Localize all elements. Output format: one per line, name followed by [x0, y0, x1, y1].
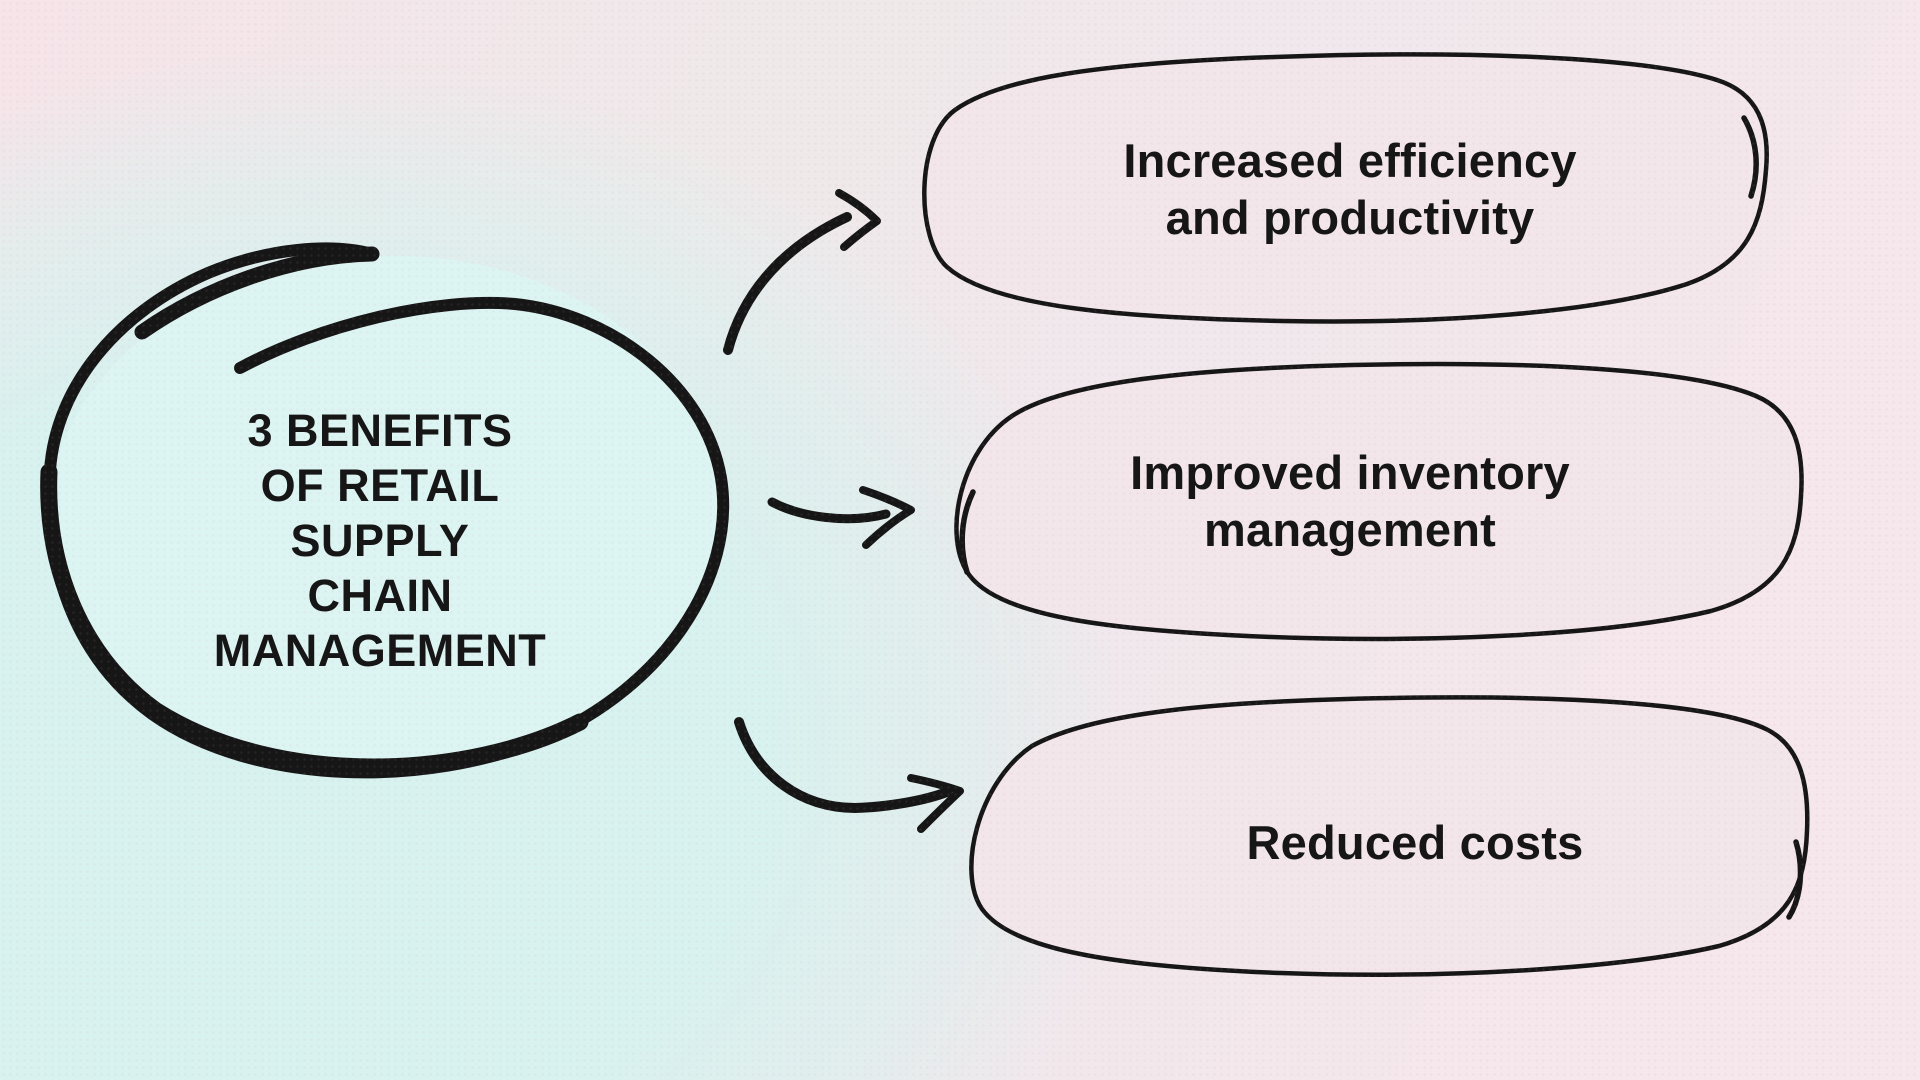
benefit-box-2-sketch-overmark	[959, 489, 976, 575]
hub-circle-thick-bottom-stroke	[40, 463, 589, 776]
arrow-2-head	[859, 486, 915, 549]
hub-title-line: CHAIN	[307, 569, 453, 621]
benefit-box-3-sketch-overmark	[1786, 839, 1804, 920]
benefit-box-1-outline	[922, 52, 1769, 324]
benefit-box-1-sketch-overmark	[1741, 115, 1759, 199]
arrow-3	[734, 717, 964, 833]
hub-circle-overlap-top-stroke	[134, 246, 380, 340]
hub-title-line: SUPPLY	[290, 514, 470, 566]
hub-title: 3 BENEFITS OF RETAIL SUPPLY CHAIN MANAGE…	[180, 400, 580, 680]
benefit-2-line: Improved inventory	[1130, 446, 1570, 499]
arrow-3-tail	[734, 717, 952, 814]
arrow-1-tail	[723, 212, 852, 355]
arrow-1-head	[835, 189, 881, 251]
hub-title-line: 3 BENEFITS	[247, 404, 513, 456]
benefit-1-label: Increased efficiency and productivity	[930, 58, 1770, 320]
hub-title-line: MANAGEMENT	[213, 624, 547, 676]
benefit-1-line: and productivity	[1165, 191, 1535, 244]
benefit-1-line: Increased efficiency	[1123, 134, 1577, 187]
arrow-3-head	[907, 774, 964, 833]
arrow-1	[723, 189, 881, 355]
benefit-2-label: Improved inventory management	[930, 366, 1770, 636]
benefit-3-line: Reduced costs	[1246, 815, 1584, 869]
arrow-2	[767, 486, 915, 549]
benefit-3-label: Reduced costs	[995, 706, 1835, 978]
hub-circle-fill	[47, 255, 719, 773]
benefit-box-2-outline	[954, 361, 1804, 642]
benefit-box-3-outline	[969, 695, 1810, 977]
benefit-2-line: management	[1204, 503, 1496, 556]
arrow-2-tail	[767, 497, 891, 524]
hub-title-line: OF RETAIL	[260, 459, 500, 511]
